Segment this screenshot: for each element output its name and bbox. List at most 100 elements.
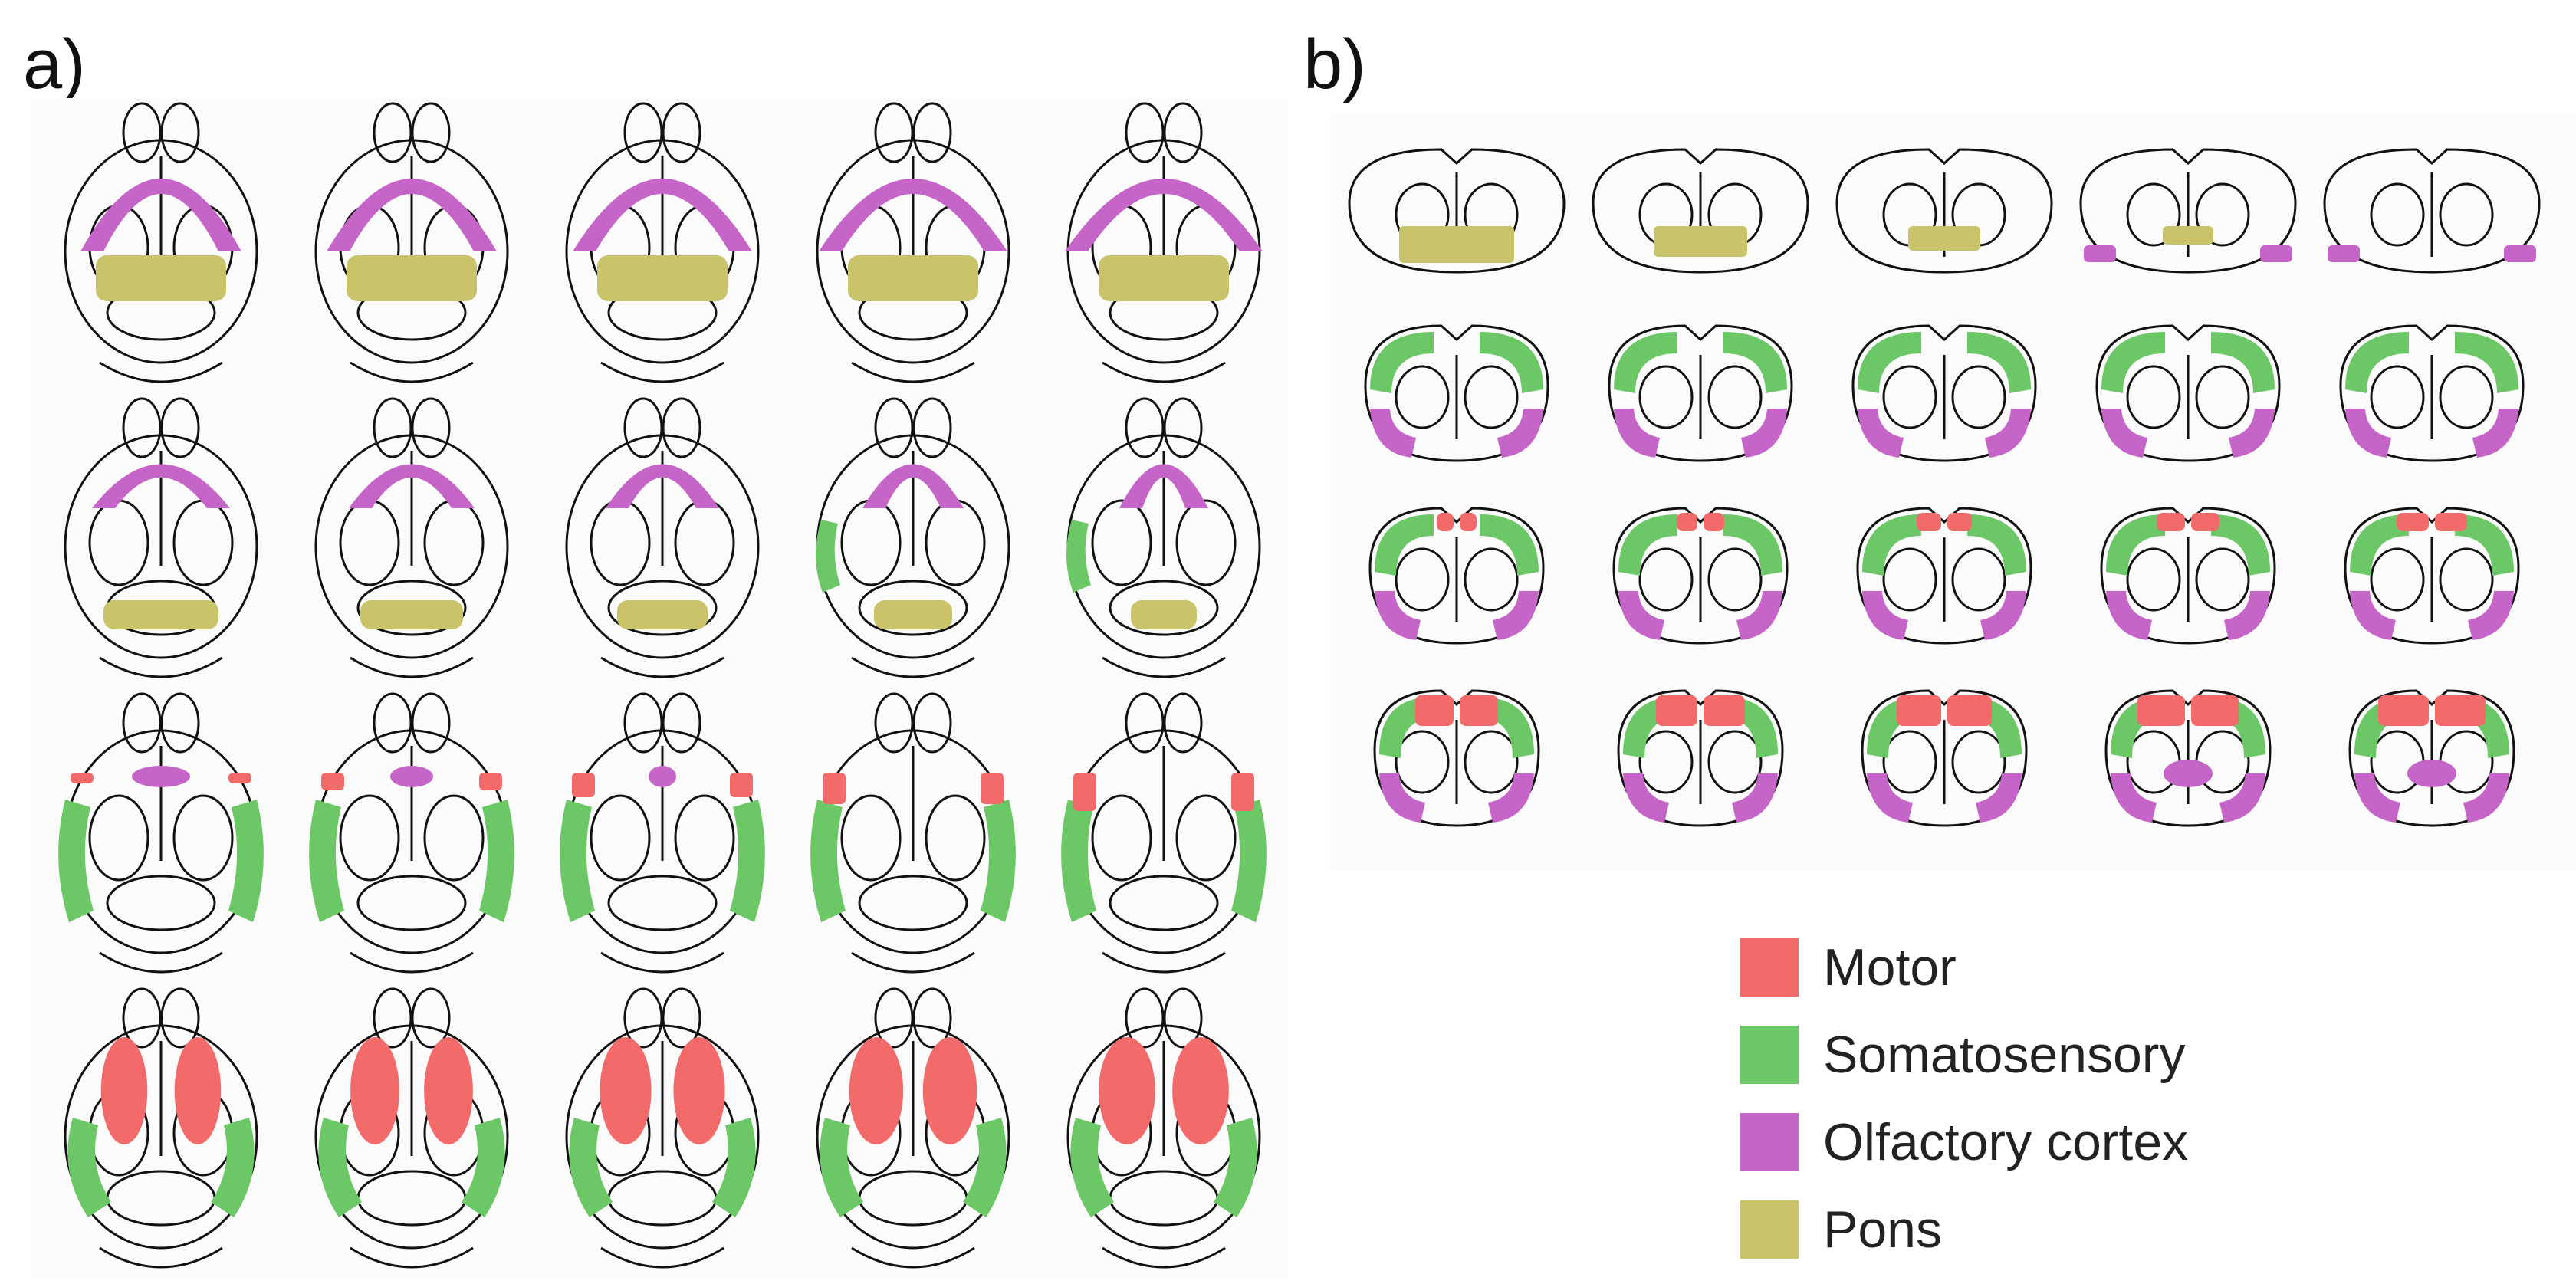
bulb-outline [160, 692, 200, 754]
olfactory-region [349, 464, 475, 508]
lower-contour [99, 656, 223, 678]
motor-region [849, 1037, 904, 1144]
section-outline [816, 1024, 1010, 1250]
inner-structure-outline [2370, 547, 2425, 612]
inner-structure-outline [674, 499, 735, 586]
motor-region [2435, 513, 2467, 531]
pons-region [104, 600, 219, 629]
bulb-outline [373, 397, 412, 458]
somatosensory-region [560, 800, 595, 922]
coronal-section [2079, 148, 2297, 274]
motor-region [2397, 513, 2429, 531]
olfactory-region [2354, 773, 2400, 823]
olfactory-region [2350, 591, 2396, 640]
motor-region [71, 773, 94, 783]
somatosensory-region [810, 800, 846, 922]
inner-structure-outline [1951, 365, 2006, 429]
motor-region [673, 1037, 725, 1144]
inner-structure-outline [1707, 365, 1763, 429]
section-outline [314, 1024, 509, 1250]
olfactory-region [2084, 245, 2116, 262]
horizontal-section [58, 692, 264, 974]
bulb-outline [122, 692, 162, 754]
bulb-outline [1163, 692, 1203, 754]
bulb-outline [623, 692, 663, 754]
olfactory-region [1614, 409, 1660, 458]
legend-item-pons: Pons [1740, 1186, 2188, 1273]
horizontal-section [565, 397, 760, 678]
horizontal-section [1066, 987, 1261, 1269]
bulb-outline [874, 397, 914, 458]
lower-contour [1102, 656, 1226, 678]
inner-structure-outline [88, 499, 150, 586]
olfactory-region [819, 179, 1007, 251]
section-outline [1066, 1024, 1261, 1250]
inner-structure-outline [106, 875, 216, 931]
region-legend: Motor Somatosensory Olfactory cortex Pon… [1740, 924, 2188, 1273]
somatosensory-region [309, 800, 344, 922]
section-outline [565, 1024, 760, 1250]
somatosensory-region [1066, 520, 1091, 593]
olfactory-region [1370, 409, 1416, 458]
bulb-outline [623, 102, 663, 163]
motor-region [228, 773, 251, 783]
olfactory-region [1737, 591, 1783, 640]
olfactory-region [1862, 591, 1908, 640]
olfactory-region [1497, 409, 1543, 458]
inner-structure-outline [1707, 547, 1763, 612]
motor-region [1460, 513, 1477, 531]
motor-region [1415, 695, 1454, 726]
motor-region [572, 773, 595, 797]
somatosensory-region [2350, 514, 2409, 576]
somatosensory-region [2106, 514, 2165, 576]
somatosensory-region [1723, 332, 1787, 393]
olfactory-region [1488, 773, 1534, 823]
lower-contour [851, 1246, 975, 1269]
olfactory-region [327, 179, 497, 251]
motor-region [600, 1037, 652, 1144]
inner-structure-outline [1091, 794, 1152, 882]
somatosensory-region [820, 1118, 863, 1217]
coronal-section [2095, 324, 2281, 462]
inner-structure-outline [1091, 499, 1152, 586]
lower-contour [350, 656, 474, 678]
inner-structure-outline [858, 1170, 968, 1227]
inner-structure-outline [2126, 547, 2181, 612]
section-outline [1348, 148, 1566, 274]
horizontal-section [64, 102, 258, 383]
motor-region [2435, 695, 2486, 726]
bulb-outline [912, 397, 952, 458]
lower-contour [350, 951, 474, 974]
olfactory-region [2345, 409, 2391, 458]
lower-contour [851, 656, 975, 678]
lower-contour [851, 361, 975, 383]
somatosensory-region [479, 800, 514, 922]
bulb-outline [122, 987, 162, 1049]
coronal-section [1856, 507, 2032, 645]
motor-region [1704, 513, 1724, 531]
legend-label-pons: Pons [1823, 1200, 1942, 1259]
olfactory-region [573, 179, 752, 251]
motor-region [479, 773, 502, 790]
bulb-outline [662, 397, 702, 458]
coronal-section [2323, 148, 2541, 274]
inner-structure-outline [1109, 580, 1219, 636]
lower-contour [350, 1246, 474, 1269]
inner-structure-outline [1638, 547, 1694, 612]
olfactory-region [2472, 409, 2518, 458]
motor-region [730, 773, 753, 797]
motor-region [2191, 695, 2239, 726]
inner-structure-outline [2370, 182, 2425, 247]
section-outline [314, 139, 509, 364]
inner-structure-outline [590, 794, 651, 882]
motor-region [1437, 513, 1454, 531]
olfactory-region [2220, 773, 2266, 823]
inner-structure-outline [356, 1170, 467, 1227]
motor-region [1172, 1037, 1229, 1144]
bulb-outline [912, 987, 952, 1049]
pons-region [597, 255, 728, 301]
inner-structure-outline [2439, 547, 2494, 612]
pons-region [96, 255, 226, 301]
somatosensory-region [981, 800, 1016, 922]
somatosensory-region [1370, 332, 1434, 393]
